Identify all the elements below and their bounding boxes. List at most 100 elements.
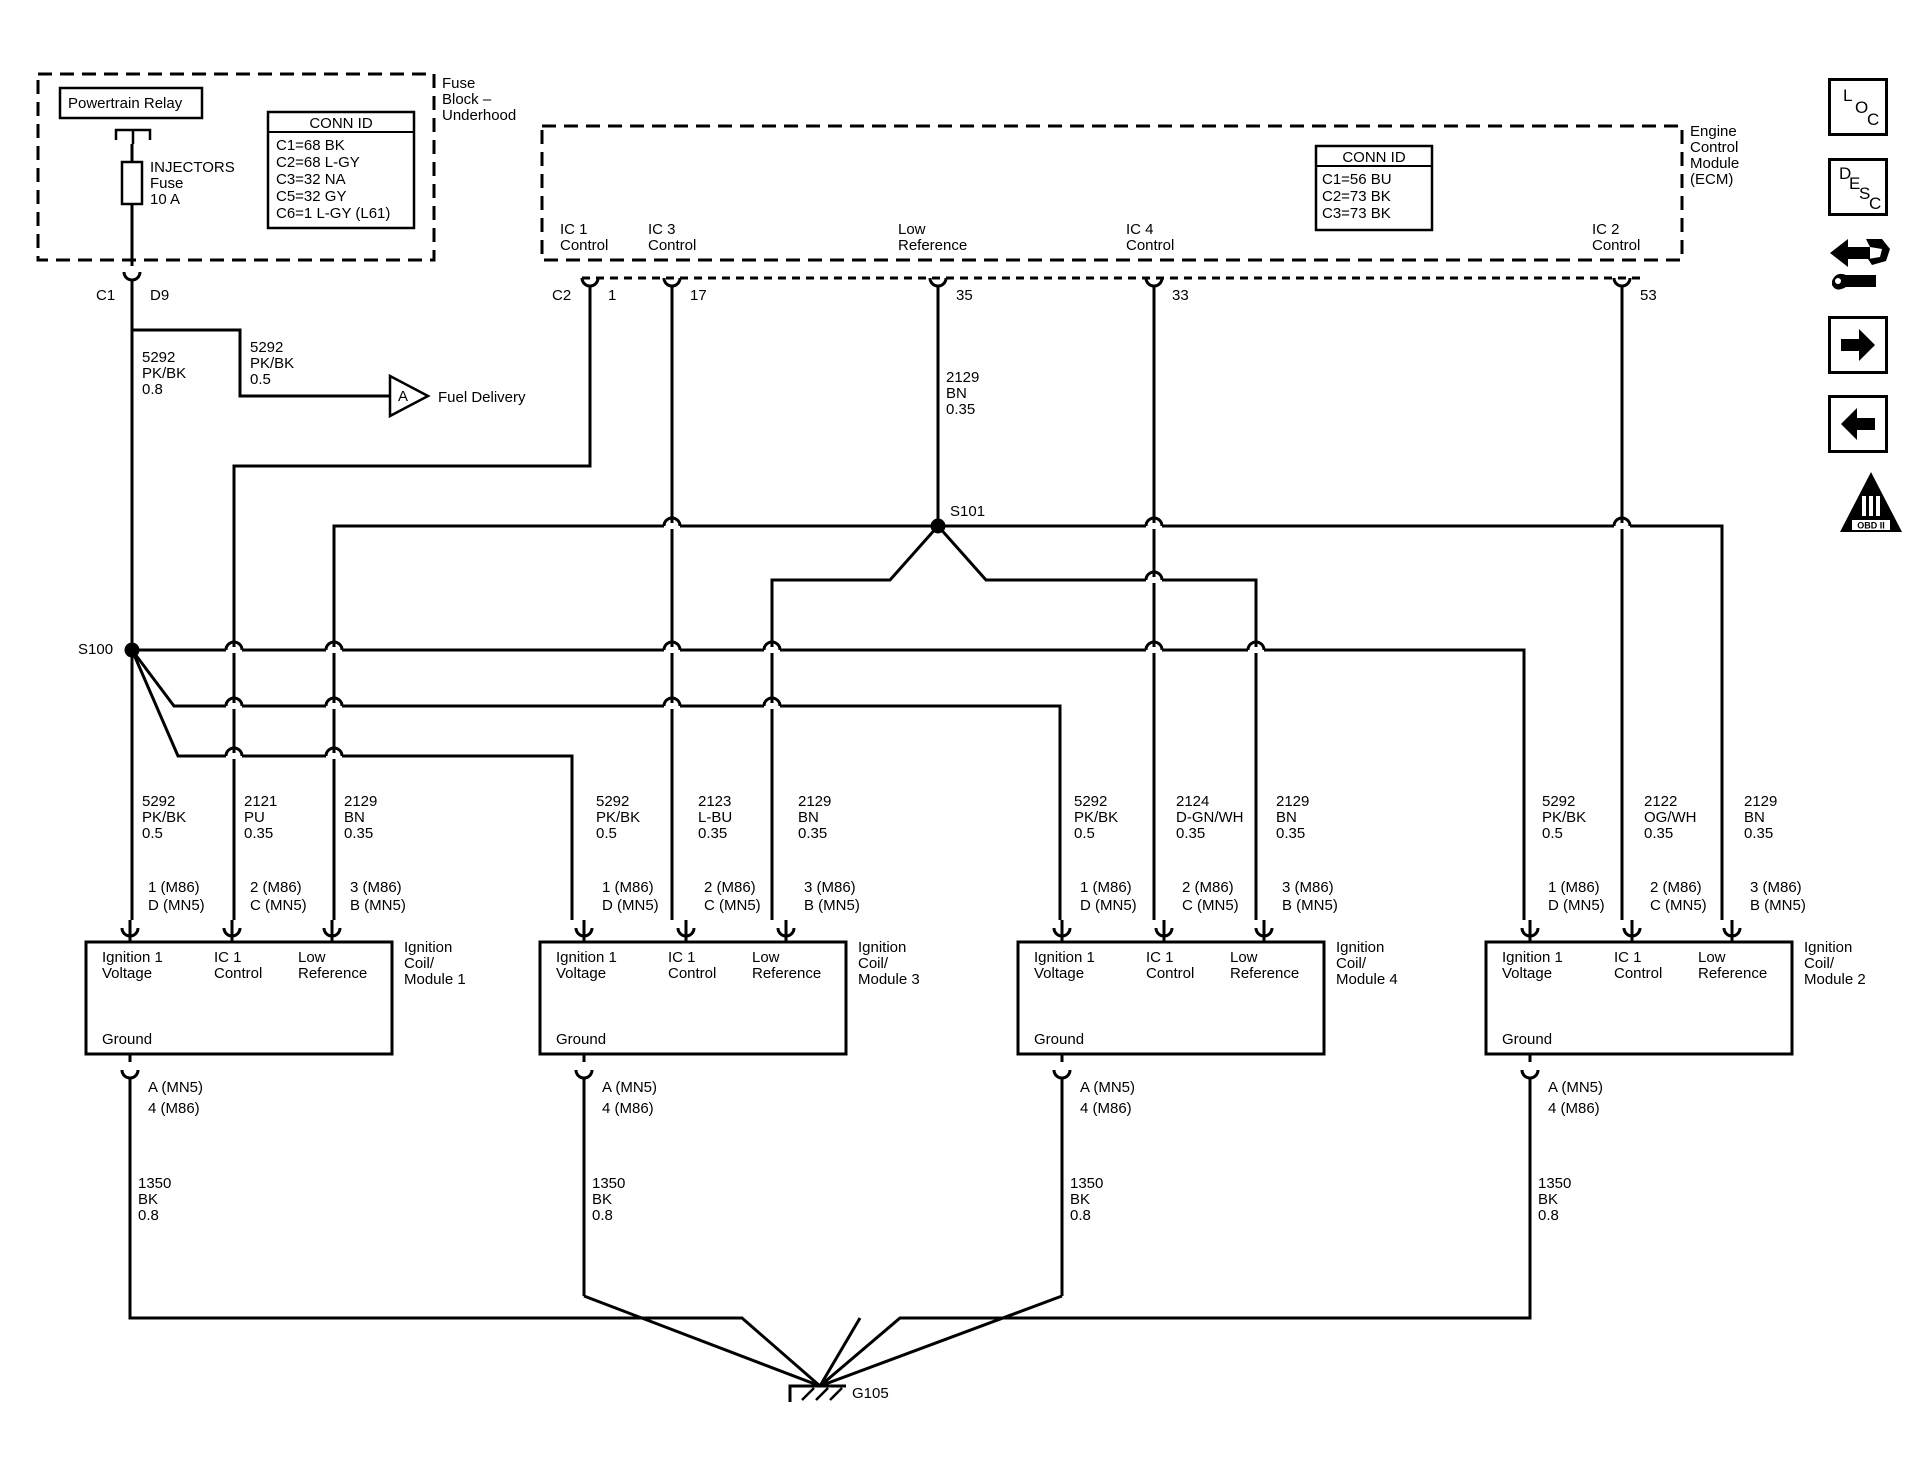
wire-crossing-hop-11 xyxy=(224,696,244,707)
ecm-pin-cup-3 xyxy=(928,277,948,288)
wire-crossing-hop-1-gap xyxy=(664,523,680,529)
previous-page-button[interactable] xyxy=(1828,395,1888,453)
wire-crossing-hop-2 xyxy=(1144,516,1164,527)
wire-crossing-hop-9 xyxy=(1144,640,1164,651)
ecm-pin-cup-4 xyxy=(1144,277,1164,288)
injectors-fuse-symbol xyxy=(120,160,144,206)
loc-letter-1: L xyxy=(1843,86,1853,105)
coil-3-pin-cup-1 xyxy=(1052,927,1072,938)
coil-module-box-4 xyxy=(1484,940,1794,1056)
ecm-pin-number-5: 53 xyxy=(1640,287,1657,304)
fuse-conn-id-title: CONN ID xyxy=(309,115,373,132)
s100-splice-dot xyxy=(124,642,140,658)
desc-letter-3: S xyxy=(1859,184,1871,203)
coil-4-pin-label-1: 1 (M86)D (MN5) xyxy=(1548,879,1605,914)
ecm-pin-cup-2 xyxy=(662,277,682,288)
coil-2-pin-label-3: 3 (M86)B (MN5) xyxy=(804,879,860,914)
coil-module-box-1 xyxy=(84,940,394,1056)
coil-4-pin-cup-3 xyxy=(1722,927,1742,938)
obd-ii-label: OBD II xyxy=(1857,521,1885,531)
desc-button[interactable]: D E S C xyxy=(1828,158,1888,216)
ecm-connector-c2-label: C2 xyxy=(552,287,571,304)
coil-1-pin-cup-3 xyxy=(322,927,342,938)
ecm-pin-number-2: 17 xyxy=(690,287,707,304)
obd-ii-icon: OBD II xyxy=(1840,472,1902,532)
ecm-conn-id-title: CONN ID xyxy=(1342,149,1406,166)
fuse-pin-d9-label: D9 xyxy=(150,287,169,304)
fuse-block-boundary xyxy=(36,72,436,262)
s100-branch-coil4 xyxy=(130,649,1062,920)
wire-crossing-hop-16 xyxy=(324,746,344,757)
coil-2-pin-label-2: 2 (M86)C (MN5) xyxy=(704,879,761,914)
wire-crossing-hop-5-gap xyxy=(226,647,242,653)
coil-3-ground-cup xyxy=(1052,1069,1072,1080)
coil-4-pin-label-2: 2 (M86)C (MN5) xyxy=(1650,879,1707,914)
loc-button[interactable]: L O C xyxy=(1828,78,1888,136)
wire-crossing-hop-2-gap xyxy=(1146,523,1162,529)
coil-2-pin-cup-3 xyxy=(776,927,796,938)
wire-crossing-hop-12-gap xyxy=(326,703,342,709)
coil-1-pin-cup-2 xyxy=(222,927,242,938)
coil-4-pin-cup-1 xyxy=(1520,927,1540,938)
lowref-coil1-wire xyxy=(332,524,938,920)
coil-3-ground-pin-label: A (MN5)4 (M86) xyxy=(1080,1079,1135,1117)
obd-ii-button[interactable]: OBD II xyxy=(1838,470,1904,534)
fuel-delivery-wire xyxy=(132,328,390,398)
s100-branch-coil2 xyxy=(132,648,1526,920)
coil-label-ground-1: Ground xyxy=(102,1031,152,1048)
coil-4-pin-label-3: 3 (M86)B (MN5) xyxy=(1750,879,1806,914)
coil-4-pin-cup-2 xyxy=(1622,927,1642,938)
arrow-right-icon xyxy=(1841,329,1875,361)
relay-contact-symbol xyxy=(114,128,152,144)
next-page-button[interactable] xyxy=(1828,316,1888,374)
wire-crossing-hop-7 xyxy=(662,640,682,651)
wire-crossing-hop-13 xyxy=(662,696,682,707)
wire-crossing-hop-8-gap xyxy=(764,647,780,653)
ic1-control-wire xyxy=(232,286,592,920)
wire-crossing-hop-4-gap xyxy=(1146,577,1162,583)
connector-tools-icon xyxy=(1830,239,1890,290)
coil-1-ground-cup xyxy=(120,1069,140,1080)
lowref-coil2-wire xyxy=(938,524,1724,920)
coil-3-pin-label-1: 1 (M86)D (MN5) xyxy=(1080,879,1137,914)
coil-2-pin-label-1: 1 (M86)D (MN5) xyxy=(602,879,659,914)
coil-3-pin-cup-3 xyxy=(1254,927,1274,938)
coil-3-pin-cup-2 xyxy=(1154,927,1174,938)
desc-letter-4: C xyxy=(1869,194,1882,213)
fuel-delivery-label: Fuel Delivery xyxy=(438,389,526,406)
wire-crossing-hop-10 xyxy=(1246,640,1266,651)
connector-tools-button[interactable] xyxy=(1826,235,1892,299)
wire-crossing-hop-3-gap xyxy=(1614,523,1630,529)
ecm-pin-cup-1 xyxy=(580,277,600,288)
g105-ground-hatch xyxy=(801,1387,843,1401)
coil-1-pin-label-2: 2 (M86)C (MN5) xyxy=(250,879,307,914)
coil-2-ground-pin-label: A (MN5)4 (M86) xyxy=(602,1079,657,1117)
wire-crossing-hop-11-gap xyxy=(226,703,242,709)
ecm-pin-number-4: 33 xyxy=(1172,287,1189,304)
fuse-c1-d9-cup xyxy=(122,271,142,282)
wire-crossing-hop-15-gap xyxy=(226,753,242,759)
